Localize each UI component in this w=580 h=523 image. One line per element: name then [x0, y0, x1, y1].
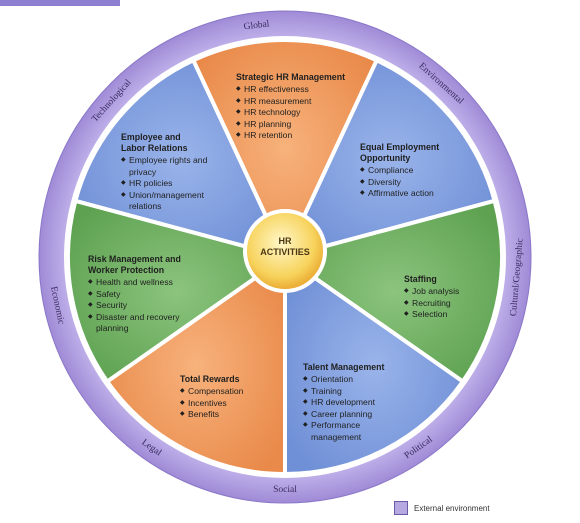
sector-title: Opportunity	[360, 153, 411, 163]
sector-title: Labor Relations	[121, 143, 188, 153]
legend-label: External environment	[414, 503, 490, 513]
sector-talent-management: Talent Management Orientation Training H…	[303, 362, 395, 443]
sector-title: Strategic HR Management	[236, 72, 346, 82]
external-label-global: Global	[243, 19, 270, 32]
sector-title: Staffing	[404, 274, 437, 284]
list-item: Performance management	[303, 420, 395, 443]
list-item: Job analysis	[404, 286, 484, 298]
list-item: Safety	[88, 289, 194, 301]
list-item: Benefits	[180, 409, 270, 421]
sector-title: Worker Protection	[88, 265, 165, 275]
list-item: Orientation	[303, 374, 395, 386]
sector-strategic-hr-management: Strategic HR Management HR effectiveness…	[236, 72, 354, 142]
wedge-staffing	[280, 198, 505, 385]
sector-title: Talent Management	[303, 362, 385, 372]
legend: External environment	[394, 501, 490, 515]
hr-activities-hub	[243, 209, 327, 293]
sector-risk-management: Risk Management and Worker Protection He…	[88, 254, 194, 335]
external-label-social: Social	[273, 485, 297, 495]
list-item: HR retention	[236, 130, 354, 142]
sector-staffing: Staffing Job analysis Recruiting Selecti…	[404, 274, 484, 321]
legend-swatch	[394, 501, 408, 515]
list-item: Selection	[404, 309, 484, 321]
sector-title: Equal Employment	[360, 142, 440, 152]
list-item: HR technology	[236, 107, 354, 119]
list-item: Diversity	[360, 177, 460, 189]
sector-title: Total Rewards	[180, 374, 240, 384]
list-item: Disaster and recovery planning	[88, 312, 194, 335]
sector-equal-employment-opportunity: Equal Employment Opportunity Compliance …	[360, 142, 460, 200]
list-item: HR planning	[236, 119, 354, 131]
hub-label-line1: HR	[278, 236, 292, 246]
list-item: HR measurement	[236, 96, 354, 108]
list-item: Union/management relations	[121, 190, 221, 213]
list-item: HR effectiveness	[236, 84, 354, 96]
list-item: Security	[88, 300, 194, 312]
sector-employee-labor-relations: Employee and Labor Relations Employee ri…	[121, 132, 221, 213]
list-item: Affirmative action	[360, 188, 460, 200]
wedge-eeo	[281, 57, 498, 261]
top-accent-bar	[0, 0, 120, 6]
sector-title: Risk Management and	[88, 254, 181, 264]
list-item: Compensation	[180, 386, 270, 398]
list-item: HR policies	[121, 178, 221, 190]
sector-total-rewards: Total Rewards Compensation Incentives Be…	[180, 374, 270, 421]
list-item: Incentives	[180, 398, 270, 410]
hub-label-line2: ACTIVITIES	[260, 247, 310, 257]
list-item: Health and wellness	[88, 277, 194, 289]
hub-label: HR ACTIVITIES	[252, 236, 318, 258]
list-item: Career planning	[303, 409, 395, 421]
list-item: Employee rights and privacy	[121, 155, 221, 178]
list-item: Compliance	[360, 165, 460, 177]
list-item: HR development	[303, 397, 395, 409]
sector-title: Employee and	[121, 132, 181, 142]
list-item: Training	[303, 386, 395, 398]
list-item: Recruiting	[404, 298, 484, 310]
